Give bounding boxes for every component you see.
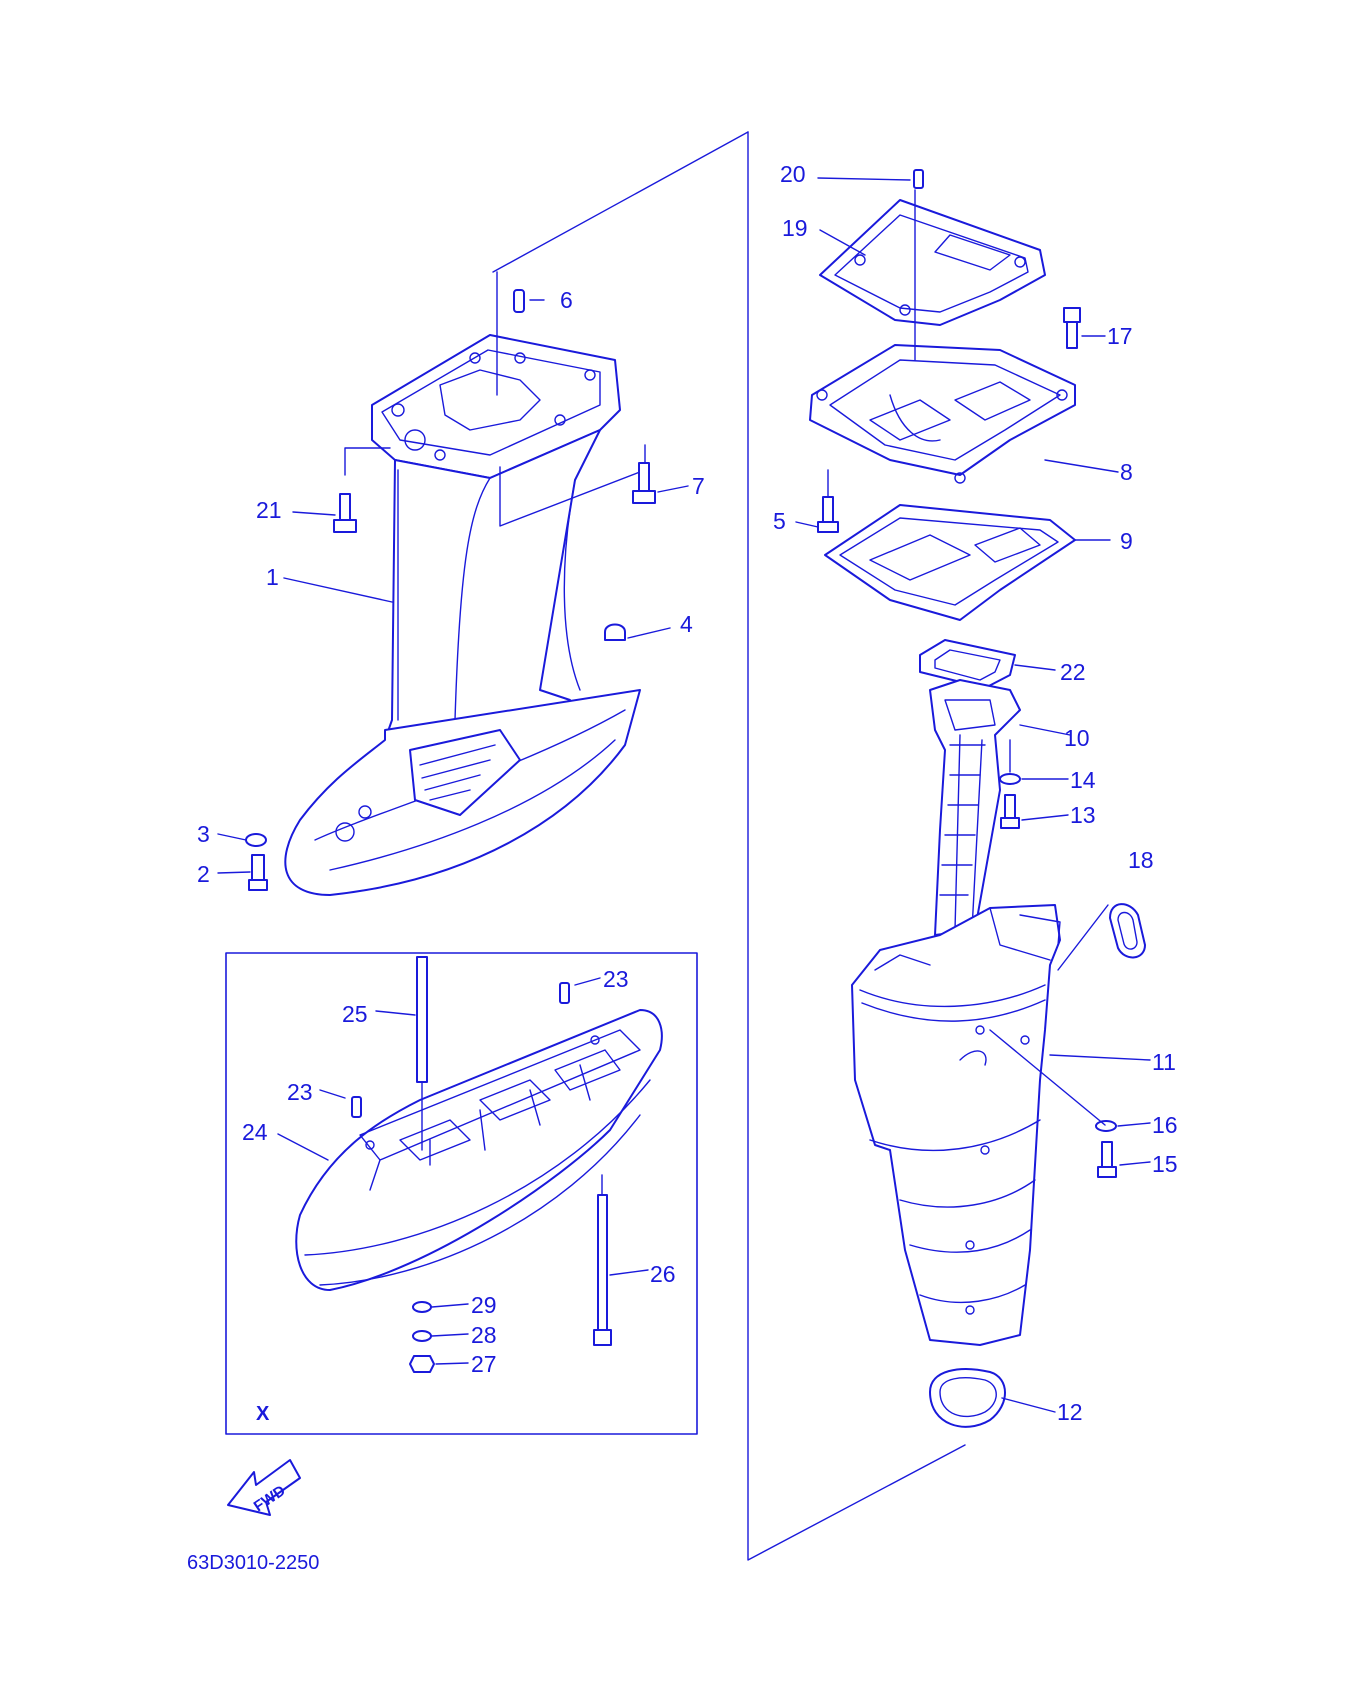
nut-27	[409, 1355, 435, 1373]
dowel-23-upper	[559, 982, 570, 1004]
callout-3: 3	[197, 821, 210, 847]
exhaust-manifold-8	[809, 189, 1076, 484]
callout-15: 15	[1152, 1151, 1178, 1177]
callout-14: 14	[1070, 767, 1096, 793]
callout-19: 19	[782, 215, 808, 241]
inset-label: X	[256, 1403, 270, 1425]
callout-4: 4	[680, 611, 693, 637]
bolt-13	[1000, 794, 1020, 829]
grommet-18	[1109, 903, 1146, 959]
callout-11: 11	[1152, 1049, 1176, 1075]
callout-28: 28	[471, 1322, 497, 1348]
drawing-code: 63D3010-2250	[187, 1552, 319, 1574]
fwd-arrow-icon	[227, 1459, 301, 1516]
callout-1: 1	[266, 564, 279, 590]
gasket-22	[919, 639, 1016, 689]
callout-29: 29	[471, 1292, 497, 1318]
bolt-17	[1063, 307, 1081, 349]
seal-12	[929, 1368, 1006, 1428]
callout-16: 16	[1152, 1112, 1178, 1138]
exhaust-pipe-10	[929, 679, 1021, 936]
callout-22: 22	[1060, 659, 1086, 685]
gasket-9	[824, 504, 1076, 621]
callout-18: 18	[1128, 847, 1154, 873]
gasket-19	[819, 199, 1046, 326]
muffler-11	[851, 904, 1061, 1346]
bolt-21	[333, 493, 357, 533]
washer-29	[412, 1301, 432, 1313]
callout-23-lower: 23	[287, 1079, 313, 1105]
bolt-2	[248, 854, 268, 891]
washer-16	[1095, 1120, 1117, 1132]
dowel-23-lower	[351, 1096, 362, 1118]
exhaust-guide-24	[295, 1009, 663, 1291]
bolt-7	[632, 462, 656, 504]
callout-23-upper: 23	[603, 966, 629, 992]
callout-21: 21	[256, 497, 282, 523]
callout-26: 26	[650, 1261, 676, 1287]
callout-12: 12	[1057, 1399, 1083, 1425]
callout-27: 27	[471, 1351, 497, 1377]
leaders-left	[217, 299, 689, 874]
bolt-15	[1097, 1141, 1117, 1178]
callout-5: 5	[773, 508, 786, 534]
bolt-5	[817, 469, 839, 533]
callout-17: 17	[1107, 323, 1133, 349]
washer-3	[245, 833, 267, 847]
stud-26	[593, 1174, 612, 1346]
dowel-pin-20	[913, 169, 924, 189]
callout-8: 8	[1120, 459, 1133, 485]
stud-25	[416, 956, 428, 1151]
callout-10: 10	[1064, 725, 1090, 751]
callout-25: 25	[342, 1001, 368, 1027]
callout-9: 9	[1120, 528, 1133, 554]
callout-20: 20	[780, 161, 806, 187]
leaders-inset	[277, 977, 649, 1365]
callout-labels: 1 2 3 4 5 6 7 8 9 10 11 12 13 14 15 16 1…	[197, 161, 1178, 1425]
dowel-pin-6	[513, 289, 525, 313]
upper-casing	[284, 271, 646, 896]
callout-6: 6	[560, 287, 573, 313]
section-divider	[492, 131, 966, 1561]
spring-washer-28	[412, 1330, 432, 1342]
callout-13: 13	[1070, 802, 1096, 828]
inset-box	[225, 952, 698, 1435]
callout-2: 2	[197, 861, 210, 887]
callout-7: 7	[692, 473, 705, 499]
leaders-right	[795, 177, 1151, 1413]
callout-24: 24	[242, 1119, 268, 1145]
washer-14	[999, 739, 1021, 785]
